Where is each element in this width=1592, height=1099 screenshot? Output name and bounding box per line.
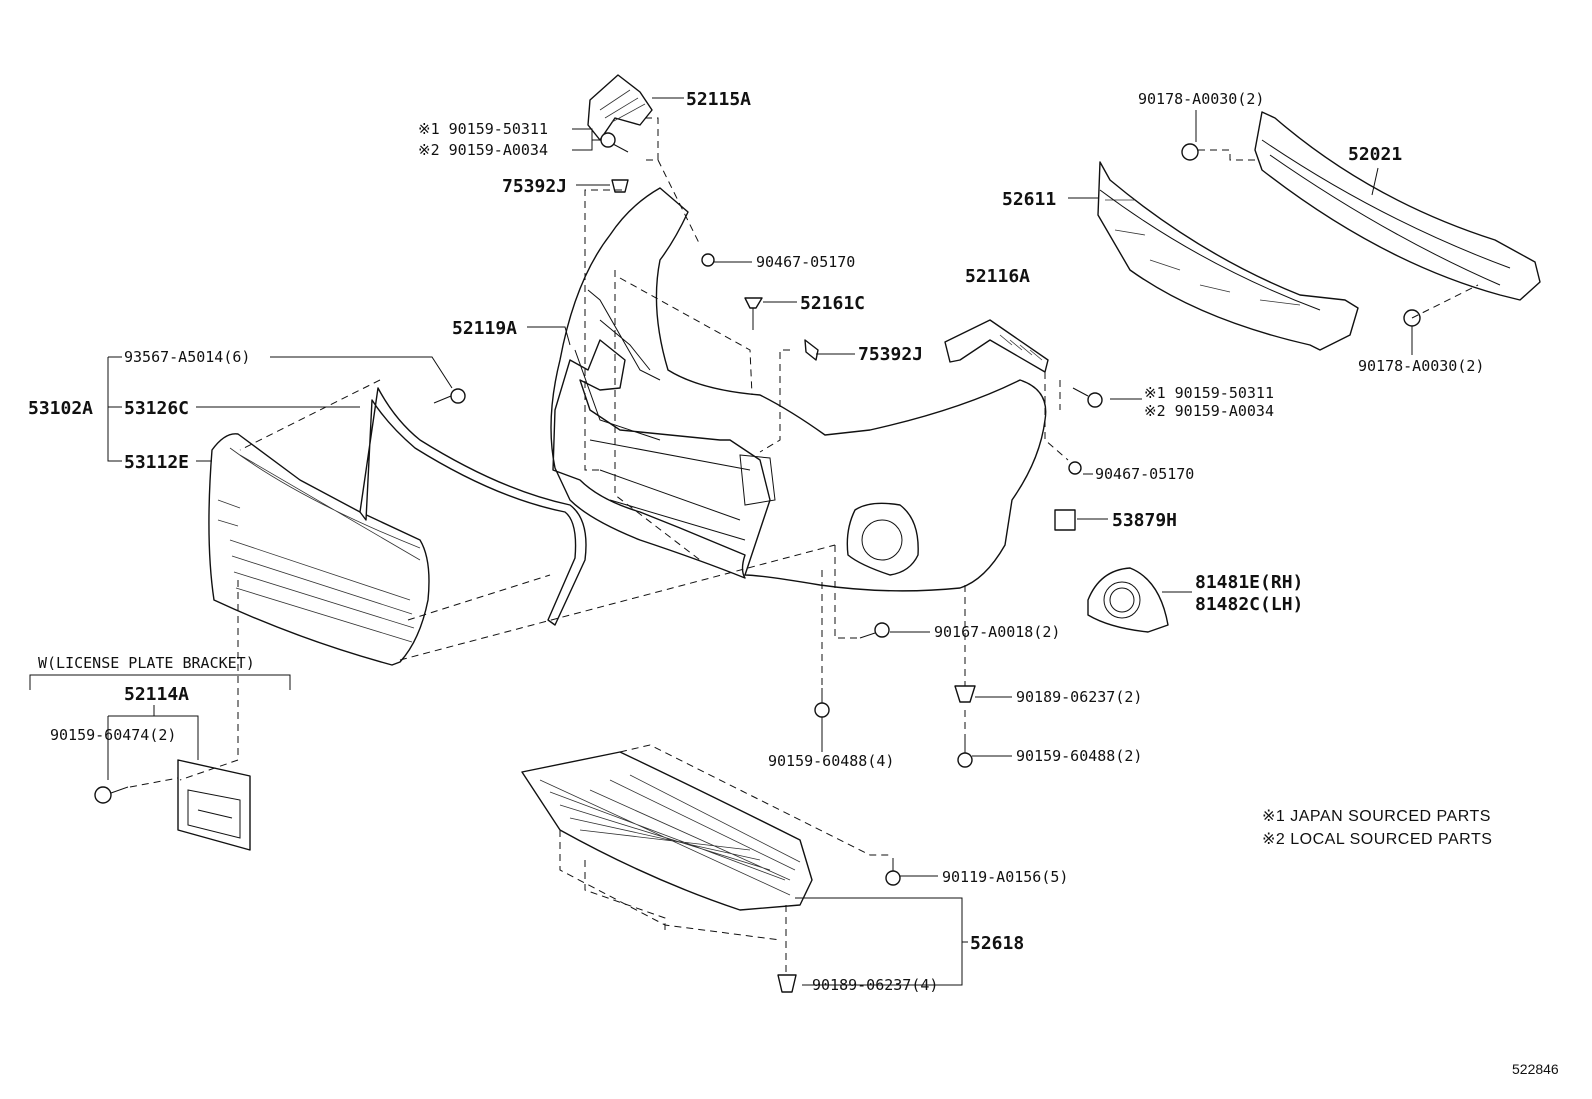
engine-under-cover <box>521 751 813 911</box>
bumper-reinforcement <box>1254 111 1541 301</box>
note-japan-sourced: ※1 JAPAN SOURCED PARTS <box>1262 808 1491 825</box>
fastener-icons <box>94 132 1421 993</box>
assembly-dashed-lines <box>129 117 1479 975</box>
label-90167: 90167-A0018(2) <box>934 623 1060 641</box>
fog-lamp-bezel <box>1087 567 1169 633</box>
leader-lines <box>107 97 1413 986</box>
label-screw-jp-a: ※1 90159-50311 <box>418 120 548 138</box>
label-75392J-a: 75392J <box>502 176 567 197</box>
label-52119A: 52119A <box>452 318 517 339</box>
label-90467-a: 90467-05170 <box>756 253 855 271</box>
label-52161C: 52161C <box>800 293 865 314</box>
label-53112E: 53112E <box>124 452 189 473</box>
label-90159-488-a: 90159-60488(4) <box>768 752 894 770</box>
label-53102A: 53102A <box>28 398 93 419</box>
label-52116A: 52116A <box>965 266 1030 287</box>
grille-molding <box>359 387 587 626</box>
label-53879H: 53879H <box>1112 510 1177 531</box>
front-bumper-cover <box>550 187 1047 592</box>
part-labels: 52115A ※1 90159-50311 ※2 90159-A0034 753… <box>28 89 1484 994</box>
label-52021: 52021 <box>1348 144 1402 165</box>
bumper-side-bracket-rh <box>944 319 1049 373</box>
label-75392J-b: 75392J <box>858 344 923 365</box>
footnotes: ※1 JAPAN SOURCED PARTS ※2 LOCAL SOURCED … <box>1262 808 1492 848</box>
label-90178-b: 90178-A0030(2) <box>1358 357 1484 375</box>
label-90467-b: 90467-05170 <box>1095 465 1194 483</box>
grille-screw <box>433 388 466 404</box>
bumper-side-bracket-lh <box>587 74 653 141</box>
label-81482C: 81482C(LH) <box>1195 594 1303 615</box>
label-90178-a: 90178-A0030(2) <box>1138 90 1264 108</box>
label-90159-488-b: 90159-60488(2) <box>1016 747 1142 765</box>
label-screw-local-a: ※2 90159-A0034 <box>418 141 548 159</box>
label-52611: 52611 <box>1002 189 1056 210</box>
radiator-grille <box>208 433 430 666</box>
label-screw-local-b: ※2 90159-A0034 <box>1144 402 1274 420</box>
label-90189-b: 90189-06237(4) <box>812 976 938 994</box>
label-license-bracket: W(LICENSE PLATE BRACKET) <box>38 654 255 672</box>
diagram-code: 522846 <box>1512 1061 1559 1077</box>
note-local-sourced: ※2 LOCAL SOURCED PARTS <box>1262 831 1492 848</box>
bumper-energy-absorber <box>1097 161 1359 351</box>
label-81481E: 81481E(RH) <box>1195 572 1303 593</box>
label-90119: 90119-A0156(5) <box>942 868 1068 886</box>
label-90159-474: 90159-60474(2) <box>50 726 176 744</box>
label-52114A: 52114A <box>124 684 189 705</box>
label-52115A: 52115A <box>686 89 751 110</box>
label-52618: 52618 <box>970 933 1024 954</box>
label-90189-a: 90189-06237(2) <box>1016 688 1142 706</box>
label-screw-jp-b: ※1 90159-50311 <box>1144 384 1274 402</box>
label-53126C: 53126C <box>124 398 189 419</box>
license-plate-bracket <box>177 759 251 851</box>
license-bracket-brace <box>29 674 291 690</box>
label-93567: 93567-A5014(6) <box>124 348 250 366</box>
